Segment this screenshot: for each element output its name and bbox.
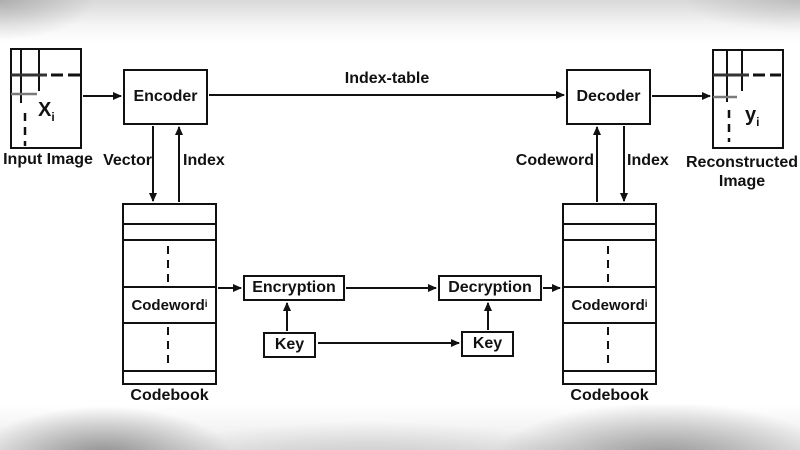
codebook-right-row1	[564, 205, 655, 225]
codebook-left-caption: Codebook	[130, 387, 209, 404]
reconstructed-image-symbol: yi	[745, 104, 760, 129]
encryption-box: Encryption	[243, 275, 345, 301]
index-label-left: Index	[183, 152, 225, 169]
index-label-right: Index	[627, 152, 669, 169]
codebook-left-row2	[124, 225, 215, 241]
codeword-label: Codeword	[515, 152, 594, 169]
codebook-right-caption: Codebook	[570, 387, 649, 404]
bottom-gradient-band	[0, 404, 800, 450]
codebook-left-row5	[124, 324, 215, 372]
input-image-caption: Input Image	[3, 151, 93, 168]
reconstructed-image-box: yi	[712, 49, 784, 149]
reconstructed-caption-line1: Reconstructed	[685, 154, 799, 171]
encoder-box: Encoder	[123, 69, 208, 125]
codebook-left-row1	[124, 205, 215, 225]
index-table-label: Index-table	[344, 70, 430, 87]
codebook-right-row3	[564, 241, 655, 288]
vector-label: Vector	[103, 152, 152, 169]
codebook-left-row3	[124, 241, 215, 288]
key-left-label: Key	[274, 336, 305, 353]
key-right-box: Key	[461, 331, 514, 357]
key-left-box: Key	[263, 332, 316, 358]
reconstructed-caption-line2: Image	[718, 173, 766, 190]
encoder-label: Encoder	[133, 88, 198, 105]
input-image-symbol: Xi	[38, 99, 55, 124]
decoder-box: Decoder	[566, 69, 651, 125]
input-image-box: Xi	[10, 48, 82, 149]
decoder-label: Decoder	[576, 88, 641, 105]
decryption-box: Decryption	[438, 275, 542, 301]
codebook-left-row6	[124, 372, 215, 383]
codebook-right-row2	[564, 225, 655, 241]
key-right-label: Key	[472, 335, 503, 352]
top-gradient-band	[0, 0, 800, 44]
encryption-label: Encryption	[252, 279, 336, 296]
codebook-right-row5	[564, 324, 655, 372]
codebook-right-row6	[564, 372, 655, 383]
decryption-label: Decryption	[448, 279, 532, 296]
